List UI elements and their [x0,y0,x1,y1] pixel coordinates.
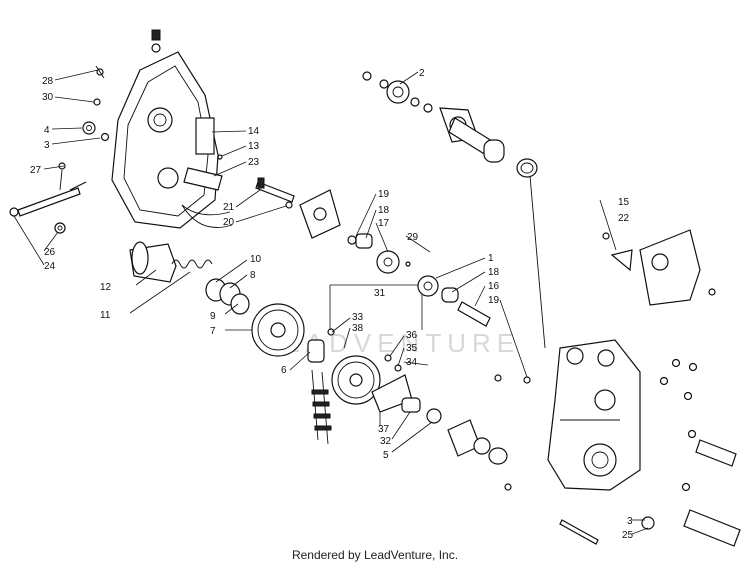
reverse-gear-assembly [329,284,442,424]
pinion-gear [307,328,335,363]
callout-29: 29 [407,232,419,243]
callout-16: 16 [488,281,500,292]
callout-38: 38 [352,323,364,334]
gearcase-housing [547,339,641,491]
callout-1: 1 [488,253,494,264]
callout-25: 25 [622,530,634,541]
callout-12: 12 [100,282,112,293]
callout-9: 9 [210,311,216,322]
callout-33: 33 [352,312,364,323]
cover-hardware [82,29,233,228]
guide-line-shaft [529,175,546,349]
callout-numbers: 28 30 4 3 14 13 23 27 21 20 26 24 2 19 1… [30,68,634,541]
callout-19: 19 [378,189,390,200]
housing-bolts [494,358,698,492]
callout-35: 35 [406,343,418,354]
washer-25 [641,516,655,530]
callout-22: 22 [618,213,630,224]
callout-30: 30 [42,92,54,103]
footer-credit: Rendered by LeadVenture, Inc. [291,548,459,562]
callout-19b: 19 [488,295,500,306]
long-pin [559,519,599,545]
clutch-spring-assembly [129,241,250,315]
callout-21: 21 [223,202,235,213]
upper-gear-shaft [362,71,538,178]
callout-18: 18 [378,205,390,216]
callout-37: 37 [378,424,390,435]
output-shaft [683,439,741,547]
callout-11: 11 [100,310,111,321]
callout-24: 24 [44,261,56,272]
lower-bearing-set [447,419,508,465]
callout-2: 2 [419,68,425,79]
center-right-parts [417,275,531,384]
callout-31: 31 [374,288,386,299]
callout-14: 14 [248,126,260,137]
mount-bracket [602,229,716,306]
callout-3b: 3 [627,516,633,527]
callout-27: 27 [30,165,42,176]
callout-3: 3 [44,140,50,151]
callout-20: 20 [223,217,235,228]
callout-28: 28 [42,76,54,87]
callout-8: 8 [250,270,256,281]
callout-6: 6 [281,365,287,376]
leader-lines [13,69,649,535]
callout-18b: 18 [488,267,500,278]
drive-chain [311,369,332,445]
callout-26: 26 [44,247,56,258]
callout-4: 4 [44,125,50,136]
callout-15: 15 [618,197,630,208]
callout-34: 34 [406,357,418,368]
callout-17: 17 [378,218,390,229]
callout-5: 5 [383,450,389,461]
callout-32: 32 [380,436,392,447]
bearing-sprocket-group [347,233,411,274]
callout-10: 10 [250,254,262,265]
callout-7: 7 [210,326,216,337]
bracket-and-bolts [255,177,341,239]
large-gear [251,303,305,357]
callout-13: 13 [248,141,260,152]
shaft-rod [9,162,87,234]
callout-23: 23 [248,157,260,168]
callout-36: 36 [406,330,418,341]
